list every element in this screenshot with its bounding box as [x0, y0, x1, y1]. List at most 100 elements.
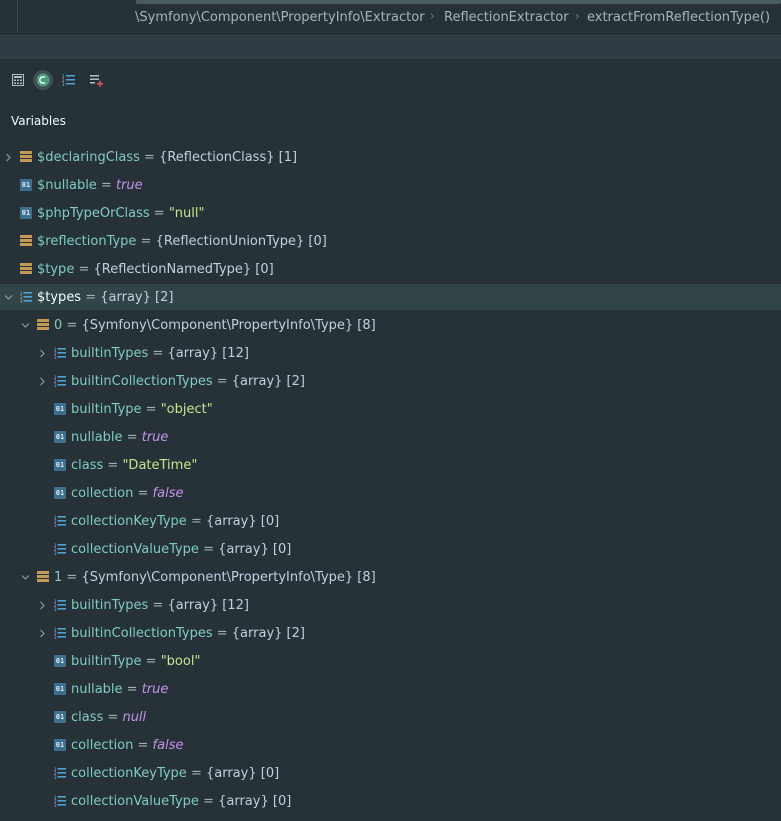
- calculator-icon[interactable]: [8, 70, 28, 90]
- chevron-right-icon: ›: [430, 9, 435, 23]
- variable-value: true: [141, 682, 169, 697]
- svg-text:3: 3: [54, 523, 57, 527]
- chevron-down-icon[interactable]: [20, 572, 30, 582]
- tree-row[interactable]: $type = {ReflectionNamedType} [0]: [0, 256, 781, 282]
- tree-row[interactable]: 01$phpTypeOrClass = "null": [0, 200, 781, 226]
- variable-entry: $nullable = true: [37, 178, 143, 193]
- variable-entry: builtinTypes = {array} [12]: [71, 598, 249, 613]
- breadcrumb-item-namespace[interactable]: \Symfony\Component\PropertyInfo\Extracto…: [135, 10, 425, 25]
- primitive-icon: 01: [54, 739, 66, 751]
- tree-row[interactable]: 0 = {Symfony\Component\PropertyInfo\Type…: [0, 312, 781, 338]
- svg-text:1: 1: [54, 795, 57, 800]
- field-icon: [20, 263, 32, 275]
- equals-sign: =: [136, 234, 156, 249]
- field-icon: [37, 319, 49, 331]
- svg-text:2: 2: [54, 603, 57, 608]
- equals-sign: =: [122, 682, 142, 697]
- tree-row[interactable]: 1 = {Symfony\Component\PropertyInfo\Type…: [0, 564, 781, 590]
- svg-text:3: 3: [54, 775, 57, 779]
- chevron-right-icon[interactable]: [37, 376, 47, 386]
- variable-value: false: [152, 738, 184, 753]
- variable-name: nullable: [71, 430, 123, 445]
- equals-sign: =: [141, 654, 161, 669]
- eye-icon[interactable]: [33, 70, 53, 90]
- chevron-right-icon[interactable]: [37, 628, 47, 638]
- variable-value: {ReflectionNamedType} [0]: [93, 262, 274, 277]
- variable-name: builtinTypes: [71, 598, 149, 613]
- tree-row[interactable]: 01$nullable = true: [0, 172, 781, 198]
- chevron-down-icon[interactable]: [3, 292, 13, 302]
- svg-text:2: 2: [54, 547, 57, 552]
- chevron-right-icon[interactable]: [37, 348, 47, 358]
- chevron-down-icon[interactable]: [20, 320, 30, 330]
- variable-name: builtinCollectionTypes: [71, 626, 213, 641]
- chevron-right-icon[interactable]: [37, 600, 47, 610]
- variable-value: {array} [2]: [100, 290, 174, 305]
- variable-value: {array} [12]: [167, 598, 249, 613]
- variable-value: true: [141, 430, 169, 445]
- svg-text:3: 3: [54, 551, 57, 555]
- variable-entry: class = "DateTime": [71, 458, 197, 473]
- svg-text:1: 1: [62, 74, 65, 79]
- equals-sign: =: [198, 794, 219, 809]
- equals-sign: =: [141, 402, 161, 417]
- svg-text:1: 1: [54, 543, 57, 548]
- variable-entry: builtinCollectionTypes = {array} [2]: [71, 626, 305, 641]
- equals-sign: =: [96, 178, 116, 193]
- variable-name: collection: [71, 486, 134, 501]
- variable-value: "bool": [160, 654, 201, 669]
- variable-entry: $types = {array} [2]: [37, 290, 173, 305]
- variable-entry: builtinCollectionTypes = {array} [2]: [71, 374, 305, 389]
- add-watch-icon[interactable]: [86, 70, 106, 90]
- breadcrumb-item-method[interactable]: extractFromReflectionType(): [587, 10, 771, 25]
- variable-value: {Symfony\Component\PropertyInfo\Type} [8…: [81, 570, 376, 585]
- variable-value: "null": [168, 206, 205, 221]
- variable-entry: 1 = {Symfony\Component\PropertyInfo\Type…: [54, 570, 376, 585]
- breadcrumb: \Symfony\Component\PropertyInfo\Extracto…: [0, 0, 781, 34]
- tree-row[interactable]: $reflectionType = {ReflectionUnionType} …: [0, 228, 781, 254]
- tree-row[interactable]: $declaringClass = {ReflectionClass} [1]: [0, 144, 781, 170]
- variable-name: collectionValueType: [71, 542, 199, 557]
- equals-sign: =: [149, 206, 169, 221]
- svg-text:3: 3: [54, 383, 57, 387]
- svg-text:1: 1: [54, 515, 57, 520]
- svg-text:3: 3: [62, 82, 65, 86]
- variable-entry: class = null: [71, 710, 146, 725]
- variable-entry: collectionValueType = {array} [0]: [71, 794, 291, 809]
- variable-entry: collection = false: [71, 486, 183, 501]
- equals-sign: =: [148, 598, 168, 613]
- svg-text:2: 2: [54, 519, 57, 524]
- svg-text:3: 3: [54, 607, 57, 611]
- primitive-icon: 01: [20, 207, 32, 219]
- chevron-right-icon[interactable]: [3, 152, 13, 162]
- variable-entry: $declaringClass = {ReflectionClass} [1]: [37, 150, 297, 165]
- equals-sign: =: [81, 290, 101, 305]
- breadcrumb-item-class[interactable]: ReflectionExtractor: [444, 10, 569, 25]
- horizontal-scrollbar[interactable]: [136, 0, 781, 4]
- variable-name: $declaringClass: [37, 150, 140, 165]
- variable-entry: collectionKeyType = {array} [0]: [71, 514, 279, 529]
- svg-text:2: 2: [54, 771, 57, 776]
